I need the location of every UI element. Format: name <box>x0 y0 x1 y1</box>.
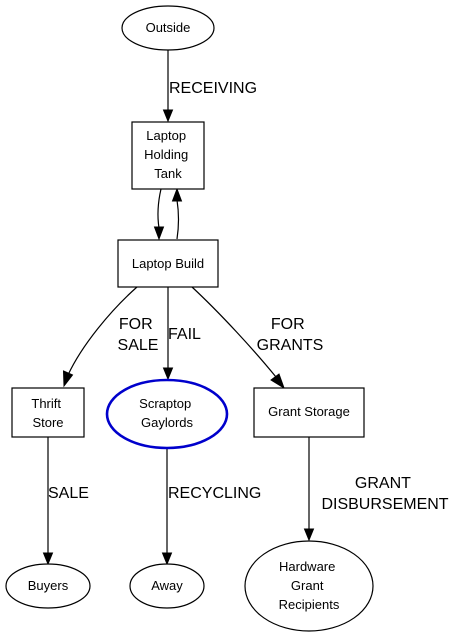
edge-label-line: DISBURSEMENT <box>321 496 448 513</box>
node-label: Scraptop Gaylords <box>139 396 195 430</box>
edge-scraptop-to-away <box>161 448 173 566</box>
edge-label-line: FOR <box>119 316 153 333</box>
node-label: Thrift Store <box>31 396 64 430</box>
edge-label-line: FOR <box>271 316 305 333</box>
node-thrift-store: Thrift Store <box>11 387 85 438</box>
node-away: Away <box>129 563 205 609</box>
node-label-line: Thrift <box>31 396 61 411</box>
edge-laptop-build-to-grant-storage <box>191 286 285 390</box>
edge-laptop-build-to-holding-tank <box>171 187 183 240</box>
node-label-line: Holding <box>144 147 188 162</box>
node-label: Laptop Build <box>132 256 204 271</box>
edge-label-for-sale: FOR SALE <box>118 316 159 354</box>
node-label-line: Gaylords <box>141 415 194 430</box>
edge-label-line: SALE <box>118 337 159 354</box>
node-label: Outside <box>146 20 191 35</box>
node-buyers: Buyers <box>5 563 91 609</box>
node-label-line: Grant <box>291 578 324 593</box>
node-grant-storage: Grant Storage <box>253 387 365 438</box>
node-hardware-grant-recipients: Hardware Grant Recipients <box>244 540 374 632</box>
node-label-line: Hardware <box>279 559 335 574</box>
node-label-line: Laptop <box>146 128 186 143</box>
edge-label-line: RECYCLING <box>168 485 261 502</box>
edge-label-line: SALE <box>48 485 89 502</box>
node-label: Grant Storage <box>268 404 350 419</box>
edge-label-fail: FAIL <box>168 326 201 343</box>
node-label-line: Scraptop <box>139 396 191 411</box>
node-outside: Outside <box>121 5 215 51</box>
node-laptop-holding-tank: Laptop Holding Tank <box>131 121 205 190</box>
node-label: Buyers <box>28 578 69 593</box>
edge-label-grant-disbursement: GRANT DISBURSEMENT <box>321 475 448 513</box>
edge-grant-storage-to-recipients <box>303 437 315 542</box>
edge-label-line: GRANTS <box>257 337 324 354</box>
edge-laptop-build-to-thrift-store <box>62 286 138 388</box>
node-label-line: Recipients <box>279 597 340 612</box>
node-scraptop-gaylords: Scraptop Gaylords <box>105 378 229 450</box>
edge-label-sale: SALE <box>48 485 89 502</box>
edge-thrift-store-to-buyers <box>42 437 54 566</box>
node-label-line: Store <box>32 415 63 430</box>
edge-holding-tank-to-laptop-build <box>153 188 165 241</box>
node-laptop-build: Laptop Build <box>117 239 219 288</box>
node-label-line: Tank <box>154 166 182 181</box>
node-label: Hardware Grant Recipients <box>279 559 340 612</box>
edge-label-line: RECEIVING <box>169 80 257 97</box>
edge-laptop-build-to-scraptop <box>162 287 174 381</box>
edge-label-line: GRANT <box>355 475 411 492</box>
edge-label-receiving: RECEIVING <box>169 80 257 97</box>
node-label: Laptop Holding Tank <box>144 128 192 181</box>
node-label: Away <box>151 578 183 593</box>
edge-label-for-grants: FOR GRANTS <box>257 316 324 354</box>
edge-outside-to-holding-tank <box>162 50 174 123</box>
edge-label-recycling: RECYCLING <box>168 485 261 502</box>
edge-label-line: FAIL <box>168 326 201 343</box>
